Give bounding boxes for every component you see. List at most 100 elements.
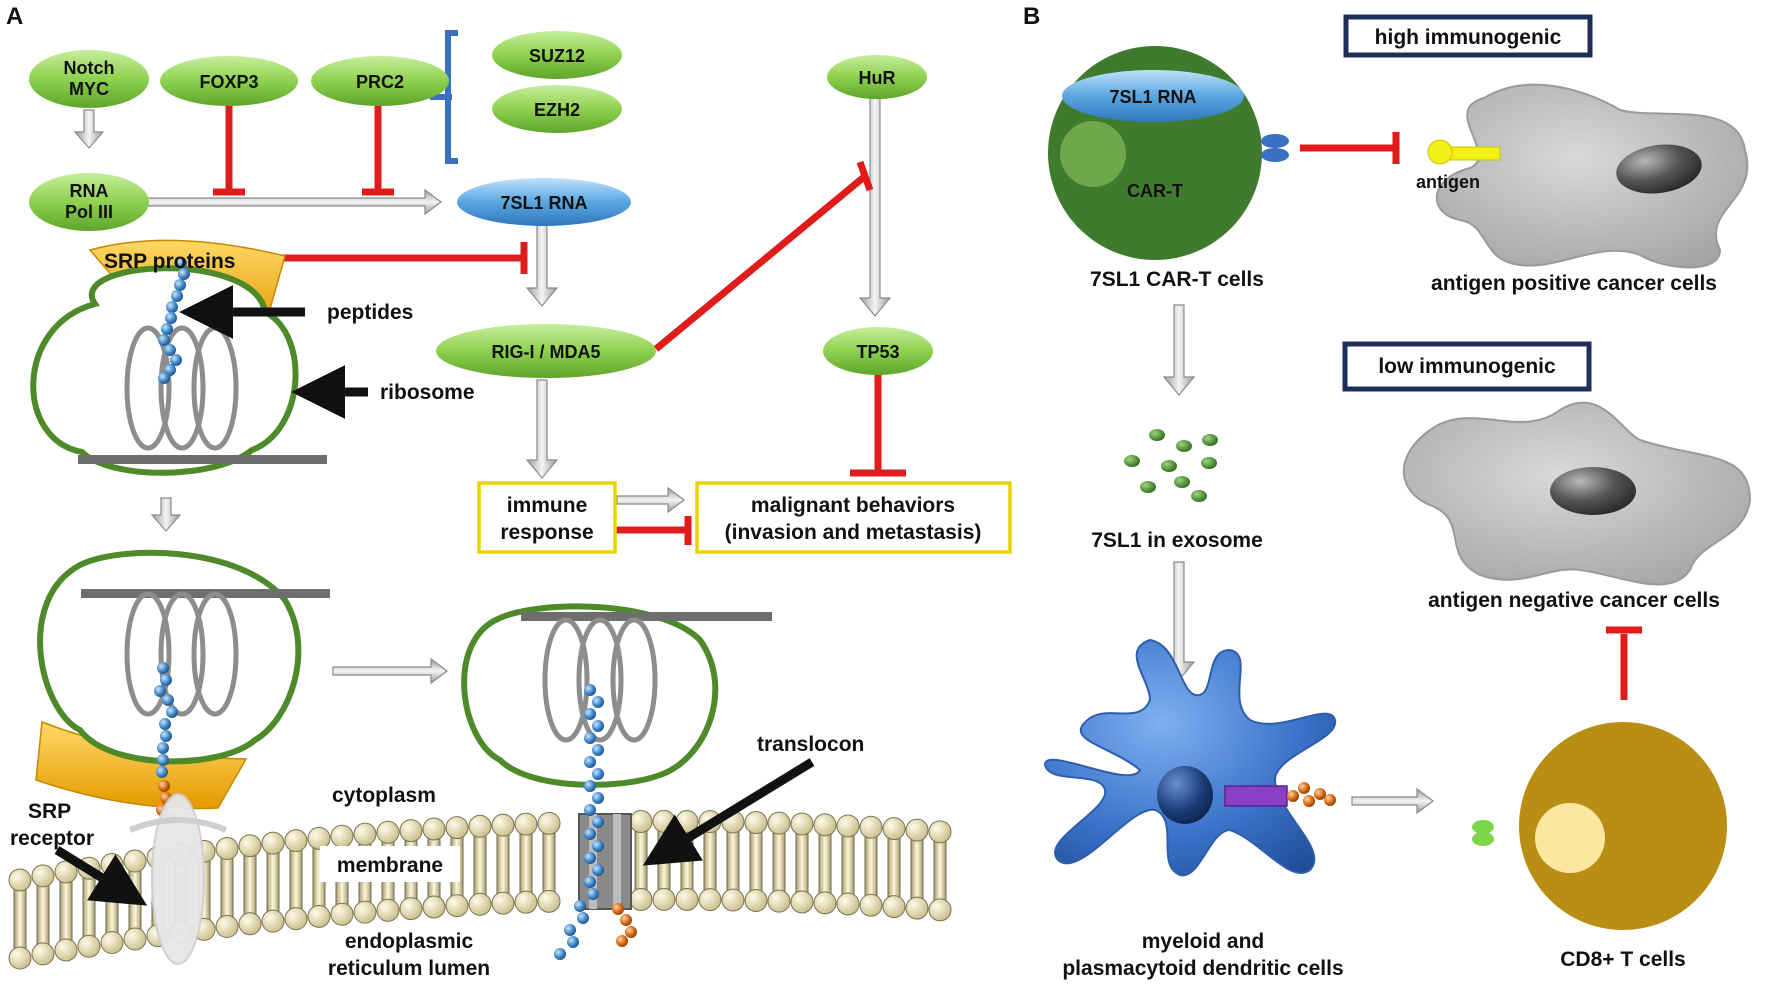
tp53-label: TP53	[856, 342, 899, 362]
lipid-tail	[818, 824, 832, 904]
lipid-tail	[887, 828, 901, 908]
rna-pol-node	[29, 173, 149, 231]
car-t-7sl1-rna	[1062, 70, 1244, 122]
lipid-head	[882, 895, 906, 919]
lipid-head	[284, 829, 308, 853]
low-immunogenic-badge	[1342, 341, 1592, 392]
mrna-bar-1	[78, 455, 327, 464]
lipid-head	[353, 900, 377, 924]
lipid-head	[261, 831, 285, 855]
lipid-head	[100, 931, 124, 955]
lipid-tail	[496, 824, 510, 904]
car-t-nucleus	[1060, 121, 1126, 187]
tp53-node	[823, 327, 933, 375]
translocon-pointer	[642, 758, 815, 866]
lipid-head	[836, 892, 860, 916]
lipid-tail	[13, 879, 27, 959]
low-immunogenic-label: low immunogenic	[1378, 355, 1556, 378]
srp-receptor-pointer	[54, 846, 148, 906]
cd8-t-cell	[1472, 722, 1727, 930]
lipid-head	[31, 942, 55, 966]
prc2-label: PRC2	[356, 72, 404, 92]
lipid-head	[767, 811, 791, 835]
lipid-head	[238, 912, 262, 936]
peptide-bead	[584, 852, 596, 864]
peptide-bead	[584, 804, 596, 816]
lipid-tail	[59, 871, 73, 951]
peptide-bead	[574, 900, 586, 912]
lipid-head	[790, 812, 814, 836]
lipid-head	[399, 897, 423, 921]
lipid-tail	[841, 825, 855, 905]
lipid-head	[31, 864, 55, 888]
inhibition-lines	[213, 106, 1642, 700]
response-label: response	[500, 521, 593, 544]
peptide-bead	[592, 744, 604, 756]
er-label-1: endoplasmic	[345, 930, 474, 953]
foxp3-node	[160, 56, 298, 106]
lipid-head	[859, 893, 883, 917]
lipid-head	[422, 817, 446, 841]
lipid-head	[307, 826, 331, 850]
membrane-label-bg	[320, 846, 460, 882]
immune-response-box	[477, 481, 617, 554]
ezh2-node	[492, 85, 622, 133]
lipid-tail	[220, 848, 234, 928]
peptide-bead	[564, 924, 576, 936]
activation-arrows	[73, 97, 1196, 681]
lipid-head	[100, 853, 124, 877]
peptide-bead	[567, 936, 579, 948]
peptide-bead	[592, 792, 604, 804]
lipid-head	[514, 812, 538, 836]
peptide-bead	[592, 816, 604, 828]
invasion-label: (invasion and metastasis)	[725, 521, 982, 544]
notch-label: Notch	[64, 58, 115, 78]
suz12-label: SUZ12	[529, 46, 585, 66]
antigen-negative-label: antigen negative cancer cells	[1428, 589, 1720, 612]
malignant-label: malignant behaviors	[751, 494, 955, 517]
lipid-head	[813, 891, 837, 915]
receptor-label: receptor	[10, 827, 94, 850]
peptide-bead	[587, 888, 599, 900]
lipid-head	[399, 819, 423, 843]
er-membrane	[8, 809, 952, 970]
lipid-tail	[703, 821, 717, 901]
peptide-bead	[592, 768, 604, 780]
peptide-bead	[584, 756, 596, 768]
peptide-bead	[584, 876, 596, 888]
lipid-head	[629, 809, 653, 833]
lipid-head	[905, 896, 929, 920]
lipid-head	[813, 813, 837, 837]
lipid-tail	[473, 825, 487, 905]
immune-label: immune	[507, 494, 588, 517]
myc-label: MYC	[69, 79, 109, 99]
cytoplasm-label: cytoplasm	[332, 784, 436, 807]
peptide-bead	[584, 708, 596, 720]
lipid-tail	[519, 823, 533, 903]
ribosome-at-translocon	[461, 603, 772, 788]
outcome-boxes: immune response malignant behaviors (inv…	[477, 481, 1012, 554]
pathway-nodes: Notch MYC FOXP3 PRC2 SUZ12 EZH2 HuR RNA …	[29, 31, 933, 378]
lipid-head	[54, 938, 78, 962]
lipid-tail	[289, 840, 303, 920]
cd8-label: CD8+ T cells	[1560, 948, 1685, 971]
antigen-label: antigen	[1416, 172, 1480, 192]
lipid-head	[445, 894, 469, 918]
lipid-head	[698, 888, 722, 912]
peptides-label: peptides	[327, 301, 413, 324]
pol-iii-label: Pol III	[65, 202, 113, 222]
7sl1-rna-label: 7SL1 RNA	[500, 193, 587, 213]
lipid-tail	[266, 842, 280, 922]
lipid-head	[905, 818, 929, 842]
peptide-bead	[584, 828, 596, 840]
high-immunogenic-badge	[1343, 14, 1593, 58]
lipid-tail	[36, 875, 50, 955]
srp-receptor-shape	[151, 793, 205, 965]
er-label-2: reticulum lumen	[328, 957, 490, 980]
ribosome-docked-srp	[35, 549, 330, 824]
lipid-head	[376, 898, 400, 922]
lipid-tail	[749, 821, 763, 901]
peptide-bead	[592, 696, 604, 708]
lipid-tail	[82, 867, 96, 947]
exosome-label: 7SL1 in exosome	[1091, 529, 1263, 552]
